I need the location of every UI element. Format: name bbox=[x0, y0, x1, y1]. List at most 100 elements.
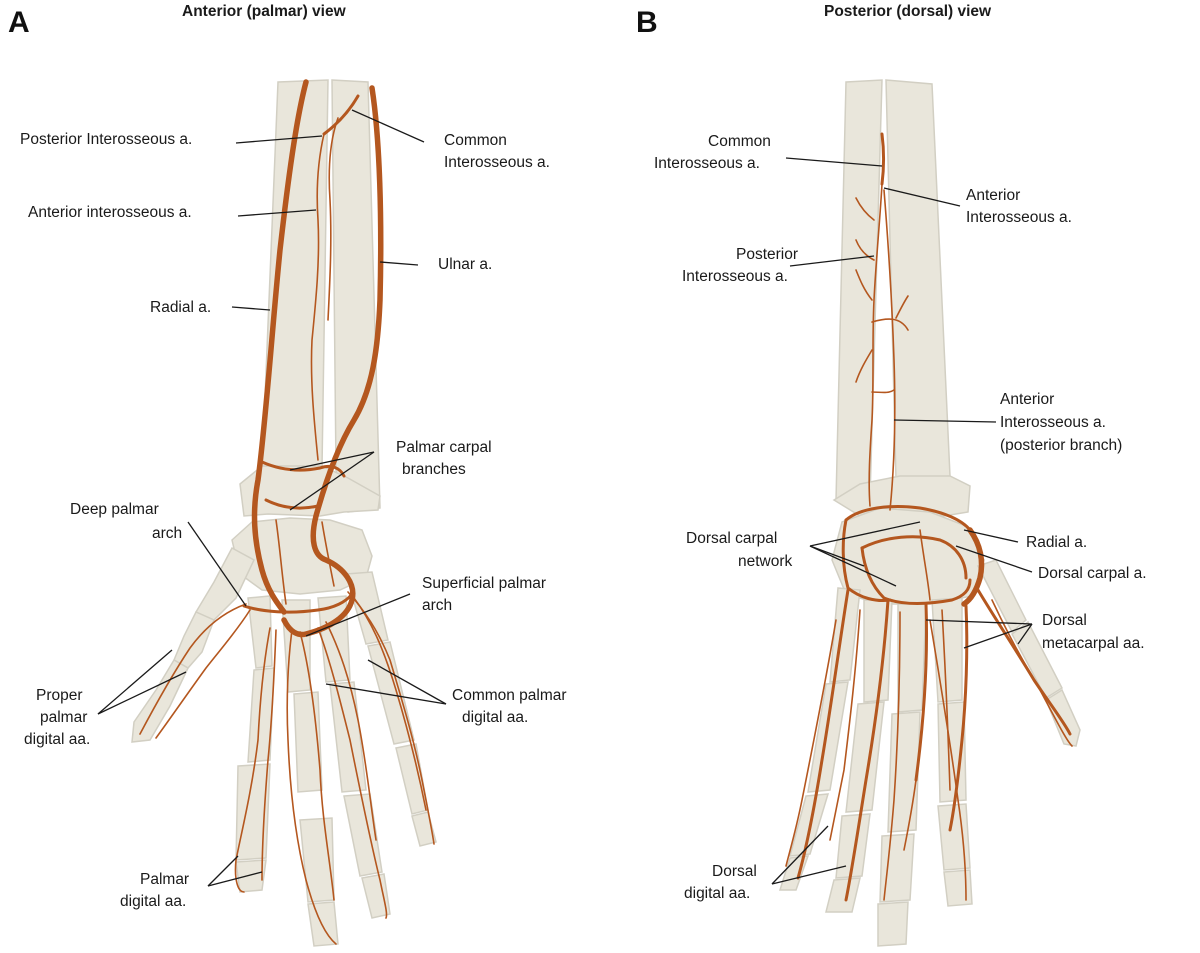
interosseous-twig-b1 bbox=[855, 197, 875, 221]
label-proper-digital-2: palmar bbox=[40, 709, 87, 726]
label-common-digital-2: digital aa. bbox=[462, 709, 528, 726]
label-palmar-digital-1: Palmar bbox=[140, 871, 189, 888]
middle-metacarpal-a bbox=[281, 599, 311, 693]
middle-distal-a bbox=[307, 901, 339, 947]
arteries-b bbox=[785, 132, 1073, 902]
label-ant-post-branch-3: (posterior branch) bbox=[1000, 437, 1122, 454]
dorsal-carpal-network-lower-b bbox=[860, 546, 972, 605]
leaders-a bbox=[97, 109, 447, 887]
dorsal-metacarpal-4-b bbox=[948, 604, 969, 832]
label-common-interosseous-b-1: Common bbox=[708, 133, 771, 150]
label-posterior-interosseous-b-1: Posterior bbox=[736, 246, 798, 263]
panel-b-title: Posterior (dorsal) view bbox=[824, 3, 992, 20]
common-interosseous-artery-b bbox=[880, 132, 885, 186]
label-posterior-interosseous-a: Posterior Interosseous a. bbox=[20, 131, 192, 148]
label-common-interosseous-a-2: Interosseous a. bbox=[444, 154, 550, 171]
palm-vessel-a2 bbox=[321, 521, 335, 587]
palm-vessel-a1 bbox=[275, 519, 287, 605]
common-interosseous-artery-a bbox=[322, 94, 360, 136]
label-anterior-interosseous-b-1: Anterior bbox=[966, 187, 1020, 204]
ring-distal-b bbox=[825, 877, 861, 913]
dorsal-carpal-network-upper-b bbox=[844, 505, 972, 532]
label-anterior-interosseous-b-2: Interosseous a. bbox=[966, 209, 1072, 226]
digital-artery-ring-a bbox=[317, 627, 388, 919]
thumb-distal-b bbox=[1045, 688, 1081, 747]
label-ant-post-branch-2: Interosseous a. bbox=[1000, 414, 1106, 431]
ring-distal-a bbox=[361, 873, 391, 919]
dorsal-carpal-arch-b bbox=[860, 535, 968, 580]
dorsal-metacarpal-2-b bbox=[844, 598, 890, 902]
labels-a: Posterior Interosseous a. Common Interos… bbox=[20, 131, 567, 910]
dorsal-digital-thin-b7 bbox=[991, 599, 1073, 747]
interosseous-twig-b6 bbox=[871, 389, 895, 394]
palmar-carpal-branch-lower-a bbox=[264, 498, 320, 510]
label-dorsal-carpal: Dorsal carpal a. bbox=[1038, 565, 1147, 582]
dorsal-metacarpal-3-b bbox=[914, 602, 928, 782]
digital-artery-middle-a bbox=[286, 629, 337, 945]
interosseous-twig-b2 bbox=[855, 239, 875, 261]
index-middle-b bbox=[937, 803, 971, 871]
panel-a: A Anterior (palmar) view bbox=[8, 3, 567, 947]
panel-a-title: Anterior (palmar) view bbox=[182, 3, 347, 20]
digital-artery-index-a bbox=[234, 627, 271, 893]
label-superficial-arch-1: Superficial palmar bbox=[422, 575, 546, 592]
little-middle-a bbox=[395, 743, 429, 815]
thumb-metacarpal-a bbox=[194, 546, 255, 621]
panel-b: B Posterior (dorsal) view bbox=[636, 3, 1147, 947]
thumb-proximal-a bbox=[173, 611, 215, 669]
index-distal-a bbox=[235, 859, 267, 893]
digital-artery-index-2-a bbox=[261, 629, 277, 881]
digital-artery-little-2-a bbox=[353, 597, 427, 811]
label-dorsal-carpal-network-1: Dorsal carpal bbox=[686, 530, 777, 547]
dorsal-carpal-vessel-b bbox=[919, 529, 931, 601]
label-palmar-carpal-2: branches bbox=[402, 461, 466, 478]
label-ulnar-a: Ulnar a. bbox=[438, 256, 492, 273]
little-proximal-b bbox=[807, 681, 849, 793]
interosseous-twig-b4 bbox=[871, 295, 909, 331]
label-proper-digital-1: Proper bbox=[36, 687, 83, 704]
label-anterior-interosseous-a: Anterior interosseous a. bbox=[28, 204, 192, 221]
dorsal-digital-thin-b5 bbox=[929, 619, 967, 901]
label-radial-b: Radial a. bbox=[1026, 534, 1087, 551]
anterior-interosseous-artery-a bbox=[310, 133, 325, 461]
thumb-proximal-b bbox=[1011, 620, 1063, 700]
ring-proximal-a bbox=[329, 681, 367, 793]
leaders-b bbox=[771, 157, 1033, 885]
label-dorsal-carpal-network-2: network bbox=[738, 553, 793, 570]
middle-distal-b bbox=[877, 901, 909, 947]
dorsal-digital-thin-b3 bbox=[883, 611, 901, 901]
radial-artery-a bbox=[251, 79, 309, 615]
panel-b-letter: B bbox=[636, 6, 658, 39]
dorsal-digital-thin-b2 bbox=[829, 609, 861, 841]
middle-metacarpal-b bbox=[897, 603, 927, 713]
proper-digital-thumb-2-a bbox=[155, 609, 251, 739]
little-distal-a bbox=[411, 811, 437, 847]
radial-artery-b bbox=[961, 527, 985, 607]
label-palmar-digital-2: digital aa. bbox=[120, 893, 186, 910]
proper-digital-thumb-1-a bbox=[139, 603, 247, 735]
label-posterior-interosseous-b-2: Interosseous a. bbox=[682, 268, 788, 285]
index-proximal-a bbox=[247, 667, 275, 763]
interosseous-twig-b3 bbox=[855, 269, 873, 301]
dorsal-digital-thin-b6 bbox=[941, 609, 951, 791]
digital-artery-ring-2-a bbox=[325, 621, 377, 841]
label-dorsal-digital-1: Dorsal bbox=[712, 863, 757, 880]
palmar-carpal-branch-upper-a bbox=[260, 460, 346, 478]
label-proper-digital-3: digital aa. bbox=[24, 731, 90, 748]
labels-b: Common Interosseous a. Anterior Inteross… bbox=[654, 133, 1147, 902]
thumb-metacarpal-b bbox=[976, 559, 1027, 634]
label-deep-arch-1: Deep palmar bbox=[70, 501, 159, 518]
index-metacarpal-b bbox=[931, 597, 963, 703]
digital-artery-middle-2-a bbox=[299, 631, 335, 901]
label-ant-post-branch-1: Anterior bbox=[1000, 391, 1054, 408]
index-middle-a bbox=[235, 763, 271, 861]
label-dorsal-digital-2: digital aa. bbox=[684, 885, 750, 902]
label-superficial-arch-2: arch bbox=[422, 597, 452, 614]
dorsal-metacarpal-1-b bbox=[796, 588, 850, 880]
posterior-interosseous-artery-a bbox=[327, 117, 339, 321]
digital-artery-little-a bbox=[347, 591, 435, 845]
panel-a-letter: A bbox=[8, 6, 30, 39]
label-dorsal-metacarpal-2: metacarpal aa. bbox=[1042, 635, 1145, 652]
